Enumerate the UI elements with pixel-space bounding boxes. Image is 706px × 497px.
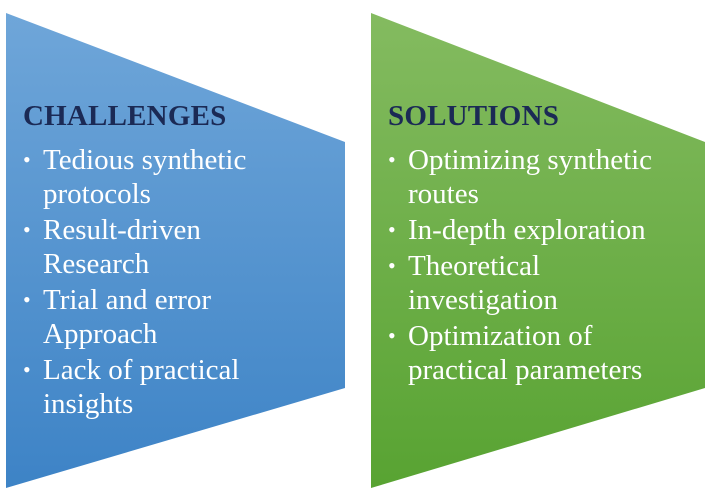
item-text: Optimizing synthetic (408, 144, 653, 176)
list-item: • In-depth exploration (388, 213, 706, 247)
item-text: In-depth exploration (408, 214, 646, 246)
item-text: Tedious synthetic (43, 144, 247, 176)
bullet-icon: • (23, 287, 31, 312)
solutions-title: SOLUTIONS (388, 100, 560, 132)
item-text: practical parameters (408, 354, 643, 386)
item-text: Approach (43, 318, 158, 350)
item-text: investigation (408, 284, 558, 316)
item-text: routes (408, 178, 479, 210)
item-text: Lack of practical (43, 354, 240, 386)
item-text: Result-driven (43, 214, 201, 246)
bullet-icon: • (23, 147, 31, 172)
item-text: Theoretical (408, 250, 541, 282)
bullet-icon: • (388, 217, 396, 242)
bullet-icon: • (388, 253, 396, 278)
bullet-icon: • (388, 147, 396, 172)
solutions-shape (371, 13, 705, 488)
challenges-title: CHALLENGES (23, 100, 227, 132)
item-text: Optimization of (408, 320, 593, 352)
item-text: Trial and error (43, 284, 212, 316)
bullet-icon: • (23, 357, 31, 382)
bullet-icon: • (388, 323, 396, 348)
item-text: insights (43, 388, 134, 420)
bullet-icon: • (23, 217, 31, 242)
item-text: protocols (43, 178, 151, 210)
challenges-shape (6, 13, 345, 488)
item-text: Research (43, 248, 150, 280)
